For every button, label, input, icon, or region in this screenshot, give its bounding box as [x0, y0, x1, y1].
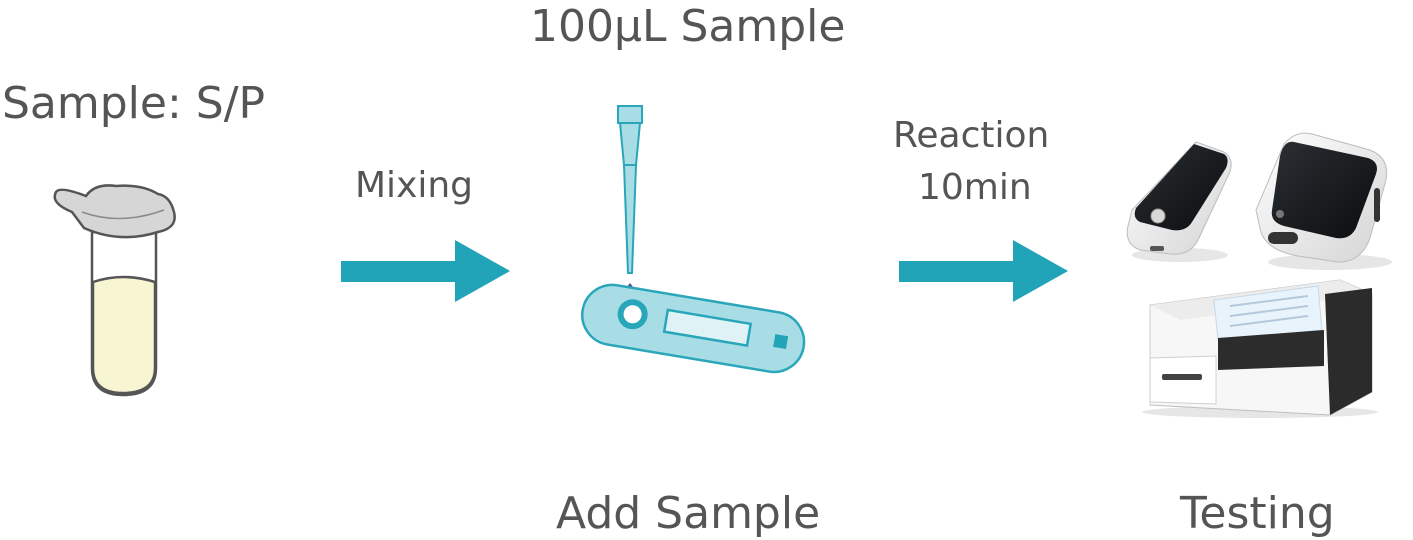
- testing-label: Testing: [1180, 488, 1335, 539]
- pipette-tip-icon: [617, 105, 643, 274]
- add-sample-label: Add Sample: [556, 488, 821, 539]
- mixing-label: Mixing: [355, 165, 474, 206]
- reaction-label-line1: Reaction: [893, 115, 1050, 156]
- handheld-reader-large: [1255, 132, 1392, 270]
- handheld-reader-small: [1126, 141, 1232, 262]
- analyzer-devices-icon: [1126, 132, 1392, 418]
- reaction-label-line2: 10min: [918, 167, 1032, 208]
- test-cassette-icon: [581, 283, 806, 374]
- reaction-arrow: [899, 240, 1068, 302]
- sample-tube-icon: [53, 184, 176, 397]
- sample-label: Sample: S/P: [2, 78, 266, 129]
- benchtop-analyzer: [1142, 279, 1378, 418]
- mixing-arrow: [341, 240, 510, 302]
- volume-label: 100µL Sample: [530, 1, 846, 52]
